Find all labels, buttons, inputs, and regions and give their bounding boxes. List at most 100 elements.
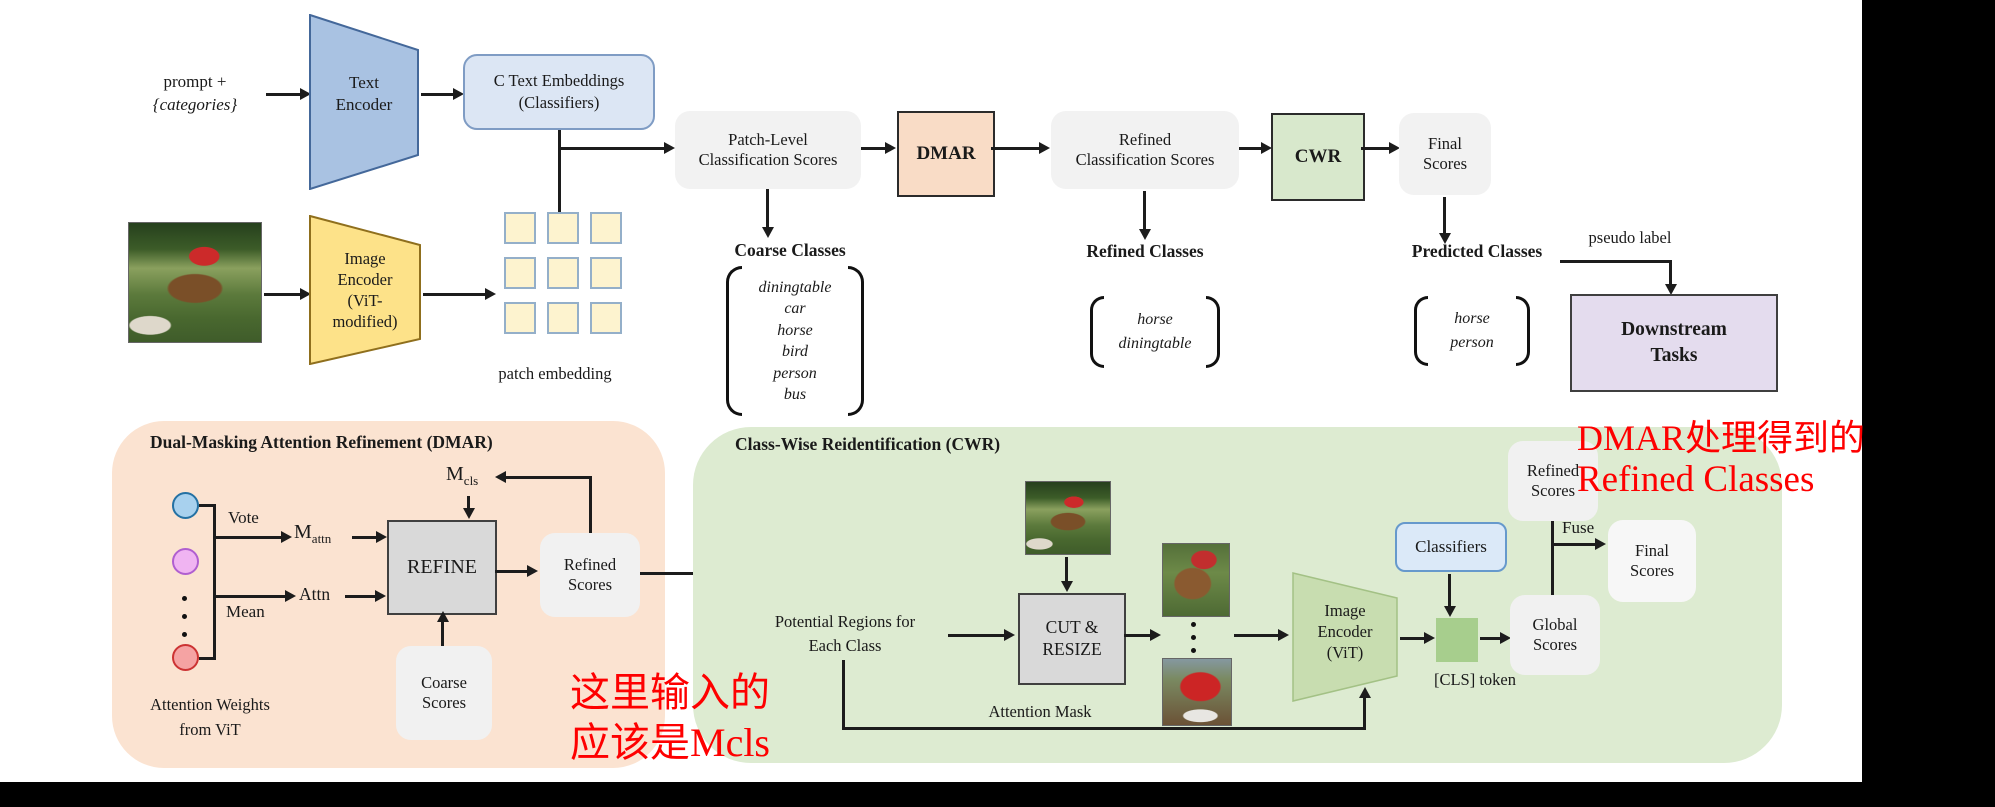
cwr-image-encoder-label: Image Encoder (ViT) [1292,600,1398,663]
arrow-down-predicted [1443,197,1446,235]
image-encoder-label: Image Encoder (ViT- modified) [309,248,421,332]
patch-level-scores-box: Patch-Level Classification Scores [675,111,861,189]
ellipsis-dot [1191,635,1196,640]
arrowhead [1389,142,1400,154]
arrow-cwr-to-final [1361,147,1393,150]
arrow-crops-to-vit [1234,634,1282,637]
attention-circle-pink [172,548,199,575]
arrow-dmar-to-refined [991,147,1043,150]
arrowhead [1061,581,1073,592]
arrowhead [300,88,311,100]
cwr-image-encoder-trapezoid [1292,572,1398,702]
cls-token-label: [CLS] token [1433,670,1517,689]
arrowhead [1595,538,1606,550]
text-encoder-line1: Text [349,73,379,92]
ellipsis-dot [1191,622,1196,627]
connector [213,504,216,660]
coarse-item: bus [783,386,807,403]
potential-regions-line1: Potential Regions for [774,612,916,631]
cwr-final-scores-box: Final Scores [1608,520,1696,602]
patch-level-line2: Classification Scores [698,150,838,169]
coarse-item: car [784,300,806,317]
coarse-item: horse [777,321,813,339]
connector [199,657,215,660]
arrow-vit-to-cls [1400,637,1428,640]
final-scores-box: Final Scores [1399,113,1491,195]
line-pseudo-down [1669,260,1672,288]
fuse-label: Fuse [1562,518,1595,537]
bracket-left [1090,296,1104,368]
input-image-horse [128,222,262,343]
patch-square [504,257,536,289]
arrow-to-cwr [1239,147,1265,150]
coarse-classes-list: diningtable car horse bird person bus [742,270,848,412]
arrowhead [1665,284,1677,295]
arrow-mattn-refine [352,536,380,539]
cut-resize-line2: RESIZE [1042,639,1102,659]
bracket-left [1414,296,1428,366]
text-embeddings-line1: C Text Embeddings [493,71,625,90]
cwr-refined-line2: Scores [1531,481,1575,500]
global-scores-box: Global Scores [1510,595,1600,675]
patch-embedding-label: patch embedding [498,364,612,383]
arrow-cut-to-crops [1124,634,1154,637]
refine-box: REFINE [387,520,497,615]
cls-token-square [1436,618,1478,662]
annotation-note1-line2: Refined Classes [1577,459,1815,500]
coarse-scores-line2: Scores [422,693,466,712]
m-cls-base: M [446,463,464,485]
arrow-encoder-to-patches [423,293,491,296]
potential-regions-label: Potential Regions for Each Class [755,610,935,658]
downstream-line1: Downstream [1621,319,1727,340]
attention-mask-line-v [842,660,845,730]
text-encoder-line2: Encoder [335,95,393,114]
dmar-module-box: DMAR [897,111,995,197]
arrowhead [485,288,496,300]
attention-weights-label: Attention Weights from ViT [110,692,310,742]
arrowhead [285,590,296,602]
text-embeddings-line2: (Classifiers) [518,93,600,112]
predicted-classes-list: horse person [1428,300,1516,362]
text-encoder-trapezoid [309,14,419,190]
bracket-right [1516,296,1530,366]
arrow-attn-refine [345,595,379,598]
cwr-refined-line1: Refined [1526,460,1580,480]
feedback-line-h [506,476,592,479]
arrowhead [437,611,449,622]
prompt-line2: {categories} [152,95,238,114]
mean-label: Mean [226,602,265,621]
coarse-item: person [773,364,817,382]
arrowhead [1261,142,1272,154]
cwr-final-line2: Scores [1630,561,1674,580]
arrowhead [1500,632,1511,644]
ellipsis-dot [182,614,187,619]
patch-square [547,302,579,334]
patch-square [504,302,536,334]
crop-image-horse [1162,543,1230,617]
arrowhead [1424,632,1435,644]
patch-square [590,212,622,244]
cwr-encoder-line2: Encoder [1317,622,1373,641]
arrow-cls-to-global [1480,637,1504,640]
arrow-prompt-to-textencoder [266,93,304,96]
line-embeddings-right [558,147,668,150]
ellipsis-dot [182,632,187,637]
downstream-line2: Tasks [1650,345,1698,366]
final-scores-line1: Final [1428,133,1462,153]
prompt-line1: prompt + [163,72,227,91]
image-encoder-line2: Encoder [337,270,393,289]
attention-circle-red [172,644,199,671]
text-encoder-label: Text Encoder [309,72,419,116]
dmar-refined-scores-box: Refined Scores [540,533,640,617]
coarse-item: diningtable [758,278,832,296]
m-attn-sub: attn [311,531,332,546]
patch-square [547,257,579,289]
global-scores-line1: Global [1532,614,1578,634]
arrow-to-dmar [861,147,889,150]
arrowhead [1439,233,1451,244]
image-encoder-line4: modified) [332,312,398,331]
annotation-note2-line2: 应该是Mcls [570,720,770,765]
dmar-panel-title: Dual-Masking Attention Refinement (DMAR) [150,432,493,452]
arrowhead [1004,629,1015,641]
bracket-left [726,266,742,416]
